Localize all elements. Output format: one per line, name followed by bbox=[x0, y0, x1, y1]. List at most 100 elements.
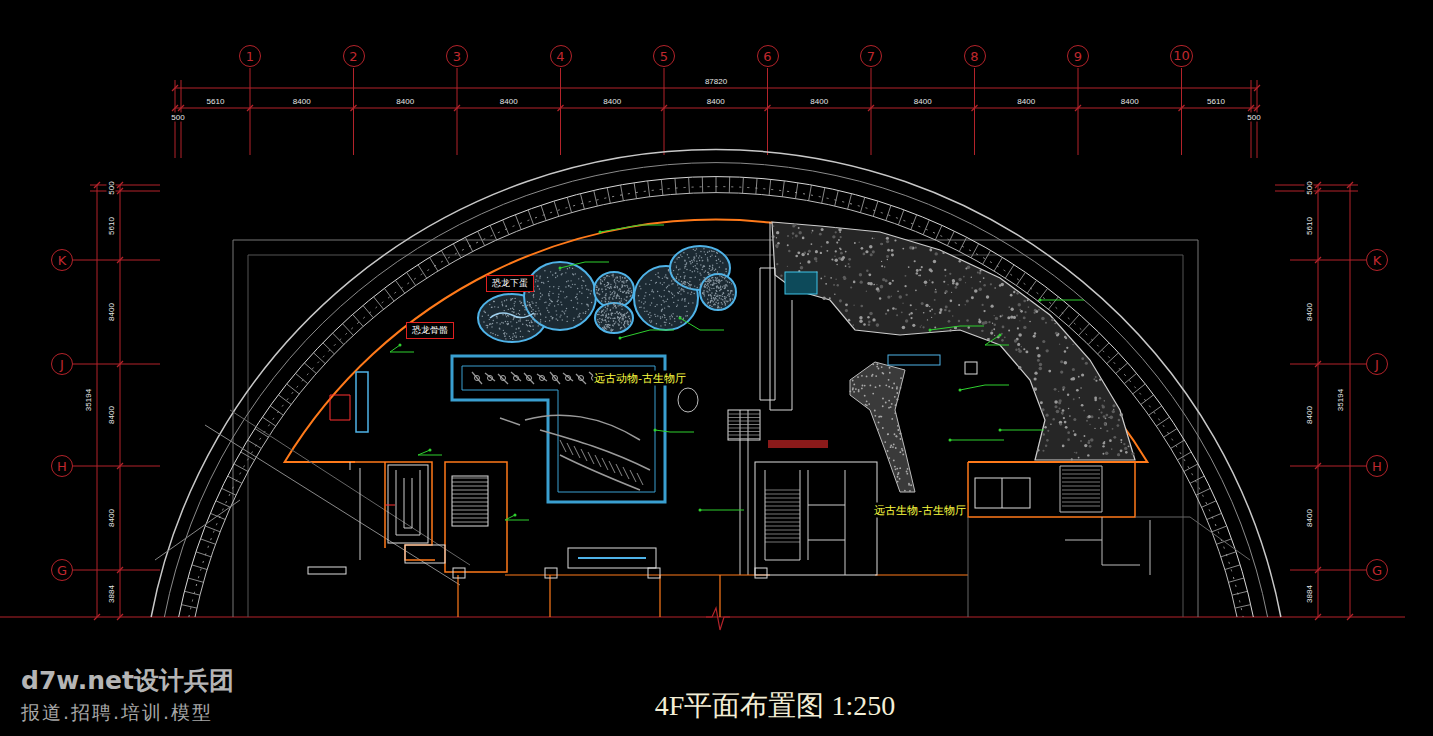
texture-dot bbox=[620, 314, 621, 315]
plan-line bbox=[498, 374, 508, 384]
texture-dot bbox=[1103, 442, 1105, 444]
texture-dot bbox=[657, 291, 658, 292]
plan-line bbox=[728, 414, 760, 415]
texture-dot bbox=[703, 292, 704, 293]
texture-dot bbox=[585, 311, 586, 312]
texture-dot bbox=[689, 287, 690, 288]
plan-line bbox=[515, 215, 521, 230]
texture-dot bbox=[853, 391, 855, 393]
texture-dot bbox=[687, 292, 688, 293]
texture-dot bbox=[504, 335, 505, 336]
stair bbox=[452, 476, 488, 526]
texture-dot bbox=[709, 289, 710, 290]
texture-dot bbox=[658, 277, 659, 278]
texture-dot bbox=[979, 281, 981, 283]
texture-dot bbox=[616, 295, 617, 296]
texture-dot bbox=[1033, 387, 1037, 391]
plan-line bbox=[765, 494, 800, 495]
texture-dot bbox=[609, 324, 610, 325]
texture-dot bbox=[1064, 361, 1068, 365]
texture-dot bbox=[681, 289, 682, 290]
texture-dot bbox=[601, 300, 602, 301]
texture-dot bbox=[614, 323, 615, 324]
texture-dot bbox=[624, 290, 625, 291]
texture-dot bbox=[722, 303, 723, 304]
texture-dot bbox=[711, 288, 712, 289]
texture-dot bbox=[529, 322, 530, 323]
texture-dot bbox=[835, 227, 836, 228]
texture-dot bbox=[690, 261, 691, 262]
texture-dot bbox=[533, 294, 534, 295]
texture-dot bbox=[669, 291, 670, 292]
texture-dot bbox=[966, 299, 969, 302]
texture-dot bbox=[879, 385, 881, 387]
plan-line bbox=[728, 421, 760, 422]
texture-dot bbox=[713, 280, 714, 281]
texture-dot bbox=[836, 242, 838, 244]
texture-dot bbox=[707, 272, 708, 273]
texture-dot bbox=[665, 274, 666, 275]
texture-dot bbox=[1112, 404, 1115, 407]
texture-dot bbox=[720, 295, 721, 296]
texture-dot bbox=[668, 291, 669, 292]
texture-dot bbox=[727, 301, 728, 302]
texture-dot bbox=[558, 286, 559, 287]
plan-line bbox=[756, 178, 757, 194]
texture-dot bbox=[899, 451, 901, 453]
texture-dot bbox=[668, 270, 669, 271]
plan-line bbox=[255, 429, 268, 438]
texture-dot bbox=[1040, 401, 1043, 404]
texture-dot bbox=[514, 298, 515, 299]
texture-dot bbox=[691, 284, 692, 285]
texture-dot bbox=[872, 393, 874, 395]
texture-dot bbox=[540, 314, 541, 315]
texture-dot bbox=[1054, 388, 1057, 391]
plan-line bbox=[911, 215, 917, 230]
texture-dot bbox=[662, 278, 663, 279]
plan-outline bbox=[164, 163, 1267, 617]
texture-dot bbox=[1038, 309, 1040, 311]
texture-dot bbox=[945, 290, 948, 293]
texture-dot bbox=[1064, 350, 1066, 352]
plan-line bbox=[90, 185, 160, 186]
texture-dot bbox=[707, 257, 708, 258]
texture-dot bbox=[713, 282, 714, 283]
texture-dot bbox=[611, 313, 612, 314]
texture-dot bbox=[664, 290, 665, 291]
texture-dot bbox=[867, 316, 869, 318]
texture-dot bbox=[563, 311, 564, 312]
texture-dot bbox=[597, 314, 598, 315]
skeleton bbox=[501, 376, 506, 381]
plan-line bbox=[637, 473, 643, 485]
texture-dot bbox=[868, 273, 871, 276]
texture-dot bbox=[915, 290, 917, 292]
texture-dot bbox=[619, 298, 620, 299]
texture-dot bbox=[680, 254, 681, 255]
texture-dot bbox=[888, 386, 890, 388]
texture-dot bbox=[630, 321, 631, 322]
texture-dot bbox=[709, 273, 710, 274]
plan-line bbox=[511, 372, 521, 381]
texture-dot bbox=[714, 270, 715, 271]
texture-dot bbox=[866, 290, 867, 291]
texture-dot bbox=[1102, 453, 1104, 455]
texture-dot bbox=[1072, 377, 1075, 380]
texture-dot bbox=[676, 278, 677, 279]
plan-line bbox=[457, 68, 458, 155]
texture-dot bbox=[880, 243, 883, 246]
plan-line bbox=[959, 237, 966, 251]
texture-dot bbox=[934, 313, 936, 315]
texture-dot bbox=[614, 292, 615, 293]
plan-line bbox=[441, 250, 449, 264]
texture-dot bbox=[707, 280, 708, 281]
texture-dot bbox=[608, 317, 609, 318]
texture-dot bbox=[887, 259, 888, 260]
texture-dot bbox=[1024, 311, 1026, 313]
texture-dot bbox=[1089, 445, 1092, 448]
texture-dot bbox=[795, 255, 798, 258]
texture-dot bbox=[548, 295, 549, 296]
texture-dot bbox=[703, 248, 704, 249]
texture-dot bbox=[1065, 337, 1067, 339]
texture-dot bbox=[1001, 283, 1004, 286]
texture-dot bbox=[527, 301, 528, 302]
